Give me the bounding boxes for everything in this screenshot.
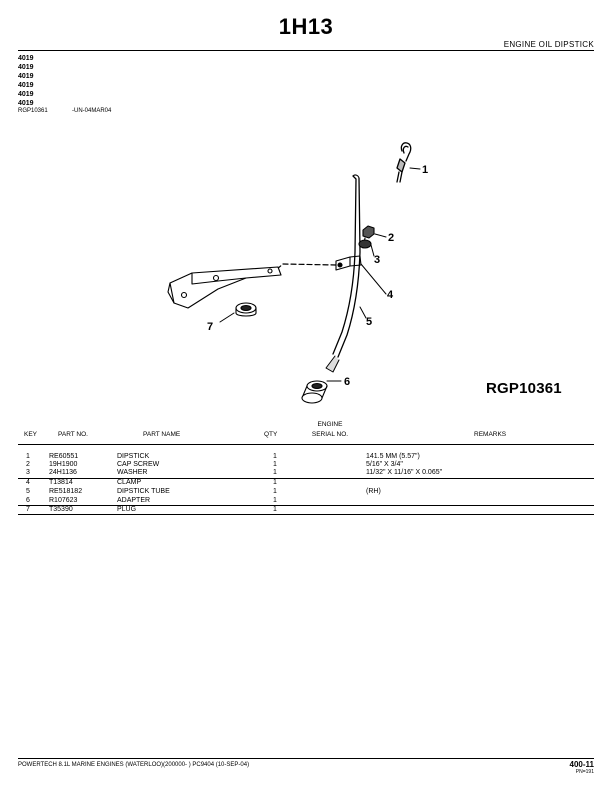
- callout-1: 1: [422, 164, 428, 176]
- reference-line: RGP10361 -UN-04MAR04: [18, 108, 111, 114]
- table-row: 3 24H1136 WASHER 1 11/32" X 11/16" X 0.0…: [0, 469, 612, 477]
- bracket-part: [167, 266, 282, 309]
- cell-key: 5: [26, 488, 30, 495]
- table-row: 2 19H1900 CAP SCREW 1 5/16" X 3/4": [0, 461, 612, 469]
- cell-remarks: 5/16" X 3/4": [366, 461, 403, 468]
- cell-remarks: 11/32" X 11/16" X 0.065": [366, 469, 443, 476]
- cell-part-no: RE518182: [49, 488, 83, 495]
- header-key: KEY: [24, 431, 38, 438]
- header-serial-line1: ENGINE: [317, 421, 343, 428]
- cell-key: 7: [26, 506, 30, 513]
- cell-part-no: R107623: [49, 497, 78, 504]
- header-serial-line2: SERIAL NO.: [311, 431, 349, 438]
- group-rule: [18, 505, 594, 506]
- model-item: 4019: [18, 55, 34, 62]
- plug-part: [235, 302, 257, 317]
- callout-2: 2: [388, 232, 394, 244]
- cell-qty: 1: [273, 479, 277, 486]
- cell-part-no: T13814: [49, 479, 73, 486]
- page-title: 1H13: [278, 14, 334, 39]
- footer-rule: [18, 758, 594, 759]
- cell-part-name: CAP SCREW: [117, 461, 160, 468]
- cell-key: 4: [26, 479, 30, 486]
- cell-qty: 1: [273, 488, 277, 495]
- model-item: 4019: [18, 100, 34, 107]
- cell-key: 1: [26, 453, 30, 460]
- model-item: 4019: [18, 64, 34, 71]
- callout-5: 5: [366, 316, 372, 328]
- pn-number: PN=191: [575, 769, 594, 775]
- model-item: 4019: [18, 73, 34, 80]
- cell-part-name: PLUG: [117, 506, 137, 513]
- page-number: 400-11: [569, 760, 594, 769]
- cell-remarks: (RH): [366, 488, 381, 495]
- cell-key: 2: [26, 461, 30, 468]
- callout-6: 6: [344, 376, 350, 388]
- cell-part-no: RE60551: [49, 453, 79, 460]
- clamp-part: [335, 255, 362, 271]
- cell-key: 6: [26, 497, 30, 504]
- reference-date: -UN-04MAR04: [72, 108, 112, 114]
- cell-part-name: ADAPTER: [117, 497, 151, 504]
- cell-part-name: DIPSTICK: [117, 453, 150, 460]
- parts-illustration: 1 2 3 4 5 6 7: [167, 142, 428, 404]
- cell-remarks: 141.5 MM (5.57"): [366, 453, 420, 460]
- table-row: 1 RE60551 DIPSTICK 1 141.5 MM (5.57"): [0, 453, 612, 461]
- cell-qty: 1: [273, 497, 277, 504]
- table-row: 4 T13814 CLAMP 1: [0, 479, 612, 487]
- diagram-code: RGP10361: [486, 380, 562, 397]
- cell-qty: 1: [273, 469, 277, 476]
- callout-7: 7: [207, 321, 213, 333]
- section-title: ENGINE OIL DIPSTICK: [503, 40, 594, 49]
- cell-part-no: 24H1136: [49, 469, 77, 476]
- header-qty: QTY: [264, 431, 278, 438]
- model-item: 4019: [18, 82, 34, 89]
- adapter-part: [301, 380, 328, 404]
- dipstick-part: [396, 142, 412, 183]
- table-row: 7 T35390 PLUG 1: [0, 506, 612, 514]
- table-row: 5 RE518182 DIPSTICK TUBE 1 (RH): [0, 488, 612, 496]
- header-part-name: PART NAME: [143, 431, 181, 438]
- group-rule: [18, 478, 594, 479]
- cell-qty: 1: [273, 506, 277, 513]
- cell-qty: 1: [273, 461, 277, 468]
- model-list: 4019 4019 4019 4019 4019 4019: [18, 54, 34, 108]
- cell-part-name: WASHER: [117, 469, 148, 476]
- header-serial: ENGINE SERIAL NO.: [304, 421, 356, 439]
- cell-part-name: CLAMP: [117, 479, 142, 486]
- header-rule: [18, 50, 594, 51]
- callout-leaders: [219, 167, 421, 382]
- model-item: 4019: [18, 91, 34, 98]
- cell-part-name: DIPSTICK TUBE: [117, 488, 170, 495]
- callout-3: 3: [374, 254, 380, 266]
- footer-text: POWERTECH 8.1L MARINE ENGINES (WATERLOO)…: [18, 762, 250, 768]
- header-remarks: REMARKS: [474, 431, 507, 438]
- table-header-rule: [18, 444, 594, 445]
- cell-part-no: T35390: [49, 506, 73, 513]
- table-end-rule: [18, 514, 594, 515]
- cell-key: 3: [26, 469, 30, 476]
- cell-part-no: 19H1900: [49, 461, 78, 468]
- table-row: 6 R107623 ADAPTER 1: [0, 497, 612, 505]
- reference-code: RGP10361: [18, 108, 48, 114]
- callout-4: 4: [387, 289, 394, 301]
- washer-part: [358, 239, 372, 249]
- cell-qty: 1: [273, 453, 277, 460]
- header-part-no: PART NO.: [58, 431, 88, 438]
- dipstick-tube-part: [325, 174, 361, 373]
